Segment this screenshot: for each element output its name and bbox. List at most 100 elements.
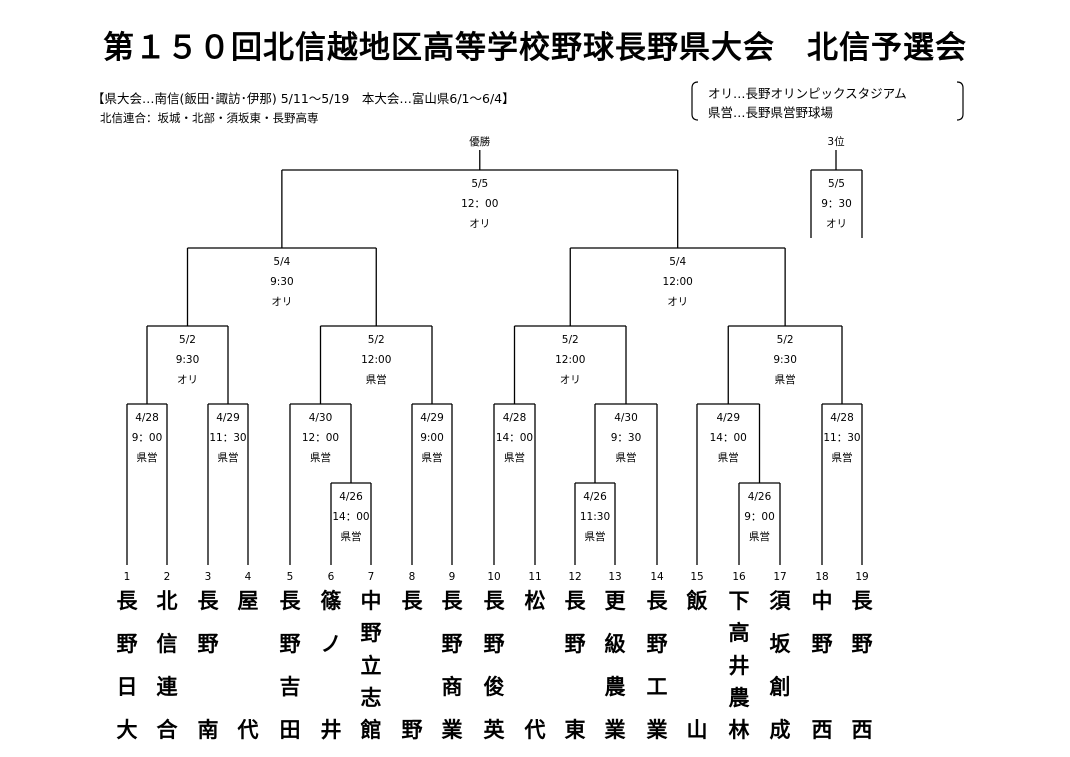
team-name-char: 農 bbox=[604, 674, 626, 699]
team-name-char bbox=[408, 676, 415, 697]
team-name: 長 野 bbox=[397, 590, 427, 740]
team-name: 長野吉田 bbox=[275, 590, 305, 740]
venue-prefectural: 県営…長野県営野球場 bbox=[708, 105, 834, 120]
team-name: 長野工業 bbox=[642, 590, 672, 740]
team-name-char: 林 bbox=[728, 717, 750, 742]
game-info-r2_3: 4/30 bbox=[309, 412, 333, 424]
game-info-r2_3: 県営 bbox=[310, 451, 331, 464]
game-info-r1_3: 9：00 bbox=[744, 511, 775, 523]
team-name-char: 長 bbox=[401, 588, 423, 613]
team-number: 10 bbox=[487, 571, 500, 583]
team-name-char bbox=[818, 676, 825, 697]
venue-brackets bbox=[691, 81, 964, 121]
team-number: 7 bbox=[368, 571, 375, 583]
team-number: 12 bbox=[568, 571, 581, 583]
game-info-qf4: 県営 bbox=[775, 373, 796, 386]
team-name-char: 代 bbox=[524, 717, 546, 742]
game-info-sf1: 5/4 bbox=[273, 256, 290, 268]
tournament-info: 【県大会…南信(飯田･諏訪･伊那) 5/11～5/19 本大会…富山県6/1～6… bbox=[92, 91, 515, 106]
game-info-r1_3: 4/26 bbox=[748, 491, 772, 503]
team-name-char: 長 bbox=[197, 588, 219, 613]
team-name-char bbox=[244, 676, 251, 697]
team-name-char: 工 bbox=[646, 674, 668, 699]
team-name-char: 西 bbox=[851, 717, 873, 742]
team-name: 長野 南 bbox=[193, 590, 223, 740]
team-name: 中野立志館 bbox=[356, 590, 386, 740]
team-name: 須坂創成 bbox=[765, 590, 795, 740]
team-name-char bbox=[531, 633, 538, 654]
game-info-r1_1: 4/26 bbox=[339, 491, 363, 503]
game-info-r2_8: 県営 bbox=[832, 451, 853, 464]
team-name-char: 山 bbox=[686, 717, 708, 742]
team-name-char: 高 bbox=[728, 620, 750, 646]
team-name: 飯 山 bbox=[682, 590, 712, 740]
team-name-char: 日 bbox=[116, 674, 138, 699]
team-number: 13 bbox=[608, 571, 621, 583]
game-info-r1_2: 4/26 bbox=[583, 491, 607, 503]
game-info-r2_1: 県営 bbox=[137, 451, 158, 464]
team-name-char: 志 bbox=[360, 684, 382, 710]
team-name-char bbox=[571, 676, 578, 697]
team-number: 5 bbox=[287, 571, 294, 583]
game-info-r2_2: 11：30 bbox=[209, 432, 246, 444]
team-name-char: 屋 bbox=[237, 588, 259, 613]
team-name-char: 野 bbox=[401, 717, 423, 742]
team-name-char bbox=[408, 633, 415, 654]
team-name-char: 東 bbox=[564, 717, 586, 742]
team-number: 4 bbox=[245, 571, 252, 583]
game-info-qf1: 9:30 bbox=[176, 354, 200, 366]
game-info-r1_2: 県営 bbox=[585, 530, 606, 543]
game-info-r2_1: 9：00 bbox=[132, 432, 163, 444]
team-name-char: 大 bbox=[116, 717, 138, 742]
game-info-qf4: 9:30 bbox=[773, 354, 797, 366]
game-info-final: オリ bbox=[469, 218, 490, 230]
team-name-char: 級 bbox=[604, 631, 626, 656]
game-info-sf1: 9:30 bbox=[270, 276, 294, 288]
team-name-char: 須 bbox=[769, 588, 791, 613]
game-info-qf3: 5/2 bbox=[562, 334, 579, 346]
game-info-r2_7: 県営 bbox=[718, 451, 739, 464]
game-info-sf2: 5/4 bbox=[669, 256, 686, 268]
team-name-char: 更 bbox=[604, 588, 626, 613]
game-info-qf1: オリ bbox=[177, 374, 198, 386]
team-name-char: 田 bbox=[279, 717, 301, 742]
team-name-char bbox=[693, 676, 700, 697]
team-number: 1 bbox=[124, 571, 131, 583]
team-name-char: 長 bbox=[441, 588, 463, 613]
game-info-r2_3: 12：00 bbox=[302, 432, 339, 444]
team-name-char: 南 bbox=[197, 717, 219, 742]
team-number: 17 bbox=[773, 571, 786, 583]
game-info-sf1: オリ bbox=[271, 296, 292, 308]
team-name-char bbox=[531, 676, 538, 697]
team-name-char bbox=[693, 633, 700, 654]
team-number: 14 bbox=[650, 571, 664, 583]
champion-label: 優勝 bbox=[469, 135, 490, 148]
team-name-char: 野 bbox=[360, 620, 382, 646]
team-number: 9 bbox=[449, 571, 456, 583]
team-name-char: 館 bbox=[360, 717, 382, 742]
team-name-char: 篠 bbox=[320, 588, 342, 613]
team-name-char: 野 bbox=[483, 631, 505, 656]
team-name-char: 商 bbox=[441, 674, 463, 699]
game-info-r1_3: 県営 bbox=[749, 530, 770, 543]
team-name-char: 野 bbox=[646, 631, 668, 656]
team-number: 16 bbox=[732, 571, 746, 583]
team-name-char: 野 bbox=[851, 631, 873, 656]
team-name-char bbox=[327, 676, 334, 697]
team-number: 11 bbox=[528, 571, 541, 583]
game-info-qf2: 12:00 bbox=[361, 354, 391, 366]
team-name-char: 長 bbox=[483, 588, 505, 613]
team-name: 長野 西 bbox=[847, 590, 877, 740]
team-name-char: 井 bbox=[728, 652, 750, 678]
team-name: 下高井農林 bbox=[724, 590, 754, 740]
game-info-qf3: オリ bbox=[560, 374, 581, 386]
team-name-char: 中 bbox=[811, 588, 833, 613]
game-info-r2_2: 4/29 bbox=[216, 412, 240, 424]
team-number: 6 bbox=[328, 571, 335, 583]
team-name-char: 業 bbox=[604, 717, 626, 742]
team-name-char: 業 bbox=[441, 717, 463, 742]
team-name: 長野 東 bbox=[560, 590, 590, 740]
team-name-char: 長 bbox=[646, 588, 668, 613]
team-name-char: 野 bbox=[197, 631, 219, 656]
